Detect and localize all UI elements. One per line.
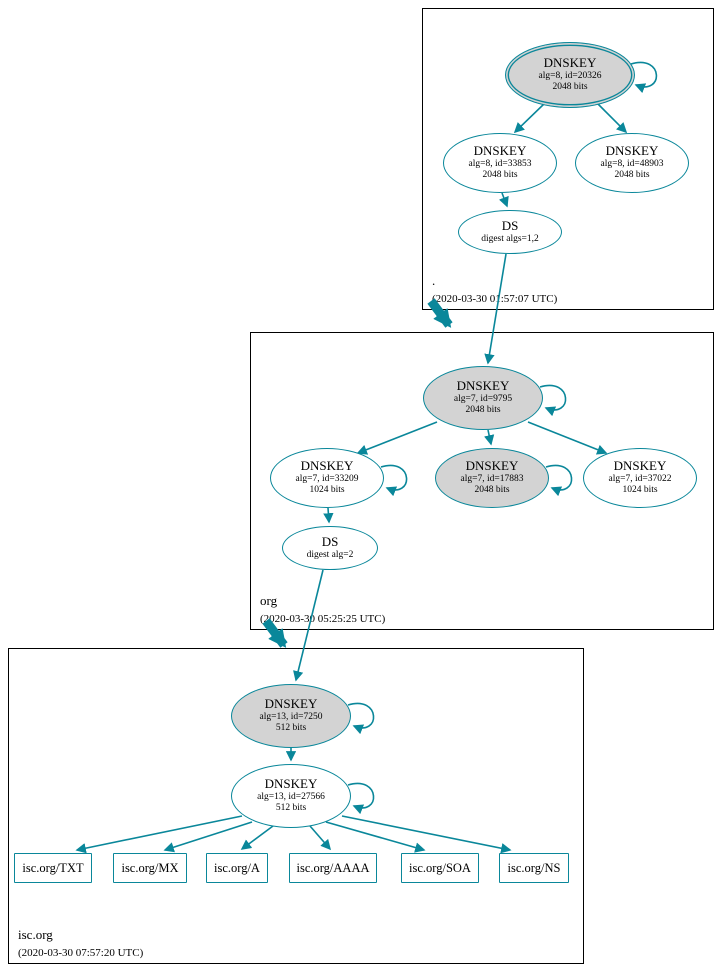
node-detail: digest algs=1,2 — [481, 233, 539, 244]
node-size: 2048 bits — [552, 82, 588, 93]
node-detail: alg=7, id=33209 — [295, 473, 359, 484]
rrset-label: isc.org/TXT — [22, 860, 84, 875]
ds-node-org[interactable]: DS digest alg=2 — [282, 526, 378, 570]
dnskey-node-org-ksk-9795[interactable]: DNSKEY alg=7, id=9795 2048 bits — [423, 366, 543, 430]
node-detail: alg=8, id=33853 — [468, 158, 532, 169]
node-detail: alg=7, id=17883 — [460, 473, 524, 484]
node-detail: alg=8, id=48903 — [600, 158, 664, 169]
node-detail: digest alg=2 — [306, 549, 354, 560]
rrset-node-mx[interactable]: isc.org/MX — [113, 853, 187, 883]
node-size: 512 bits — [275, 723, 307, 734]
node-size: 2048 bits — [465, 405, 501, 416]
ds-node-root[interactable]: DS digest algs=1,2 — [458, 210, 562, 254]
dnskey-node-org-zsk-17883[interactable]: DNSKEY alg=7, id=17883 2048 bits — [435, 448, 549, 508]
node-detail: alg=13, id=7250 — [259, 711, 323, 722]
dnskey-node-org-zsk-33209[interactable]: DNSKEY alg=7, id=33209 1024 bits — [270, 448, 384, 508]
node-detail: alg=7, id=37022 — [608, 473, 672, 484]
zone-timestamp-org: (2020-03-30 05:25:25 UTC) — [260, 613, 386, 625]
rrset-node-aaaa[interactable]: isc.org/AAAA — [289, 853, 377, 883]
node-title: DNSKEY — [605, 142, 659, 158]
dnskey-node-root-ksk[interactable]: DNSKEY alg=8, id=20326 2048 bits — [505, 42, 635, 108]
rrset-label: isc.org/NS — [507, 860, 561, 875]
rrset-node-soa[interactable]: isc.org/SOA — [401, 853, 479, 883]
node-detail: alg=13, id=27566 — [257, 791, 325, 802]
rrset-label: isc.org/MX — [121, 860, 179, 875]
node-title: DNSKEY — [300, 457, 354, 473]
rrset-label: isc.org/A — [214, 860, 260, 875]
node-title: DNSKEY — [264, 695, 318, 711]
dnskey-node-isc-zsk-27566[interactable]: DNSKEY alg=13, id=27566 512 bits — [231, 764, 351, 828]
node-detail: alg=7, id=9795 — [453, 393, 513, 404]
zone-timestamp-root: (2020-03-30 01:57:07 UTC) — [432, 293, 558, 305]
rrset-label: isc.org/AAAA — [296, 860, 370, 875]
node-title: DNSKEY — [456, 377, 510, 393]
rrset-label: isc.org/SOA — [409, 860, 471, 875]
node-detail: alg=8, id=20326 — [538, 70, 602, 81]
rrset-node-ns[interactable]: isc.org/NS — [499, 853, 569, 883]
zone-name-root: . — [432, 273, 436, 288]
node-size: 1024 bits — [622, 485, 658, 496]
dnskey-node-root-zsk-48903[interactable]: DNSKEY alg=8, id=48903 2048 bits — [575, 133, 689, 193]
zone-name-org: org — [260, 593, 278, 608]
node-title: DS — [321, 533, 339, 549]
node-size: 512 bits — [275, 803, 307, 814]
node-title: DS — [501, 217, 519, 233]
zone-timestamp-isc-org: (2020-03-30 07:57:20 UTC) — [18, 947, 144, 959]
node-title: DNSKEY — [465, 457, 519, 473]
dnskey-node-isc-ksk-7250[interactable]: DNSKEY alg=13, id=7250 512 bits — [231, 684, 351, 748]
rrset-node-txt[interactable]: isc.org/TXT — [14, 853, 92, 883]
node-title: DNSKEY — [264, 775, 318, 791]
zone-name-isc-org: isc.org — [18, 927, 53, 942]
node-size: 2048 bits — [474, 485, 510, 496]
rrset-node-a[interactable]: isc.org/A — [206, 853, 268, 883]
node-title: DNSKEY — [613, 457, 667, 473]
dnskey-node-root-zsk-33853[interactable]: DNSKEY alg=8, id=33853 2048 bits — [443, 133, 557, 193]
node-size: 2048 bits — [614, 170, 650, 181]
node-title: DNSKEY — [543, 54, 597, 70]
node-size: 1024 bits — [309, 485, 345, 496]
node-size: 2048 bits — [482, 170, 518, 181]
node-title: DNSKEY — [473, 142, 527, 158]
dnskey-node-org-zsk-37022[interactable]: DNSKEY alg=7, id=37022 1024 bits — [583, 448, 697, 508]
